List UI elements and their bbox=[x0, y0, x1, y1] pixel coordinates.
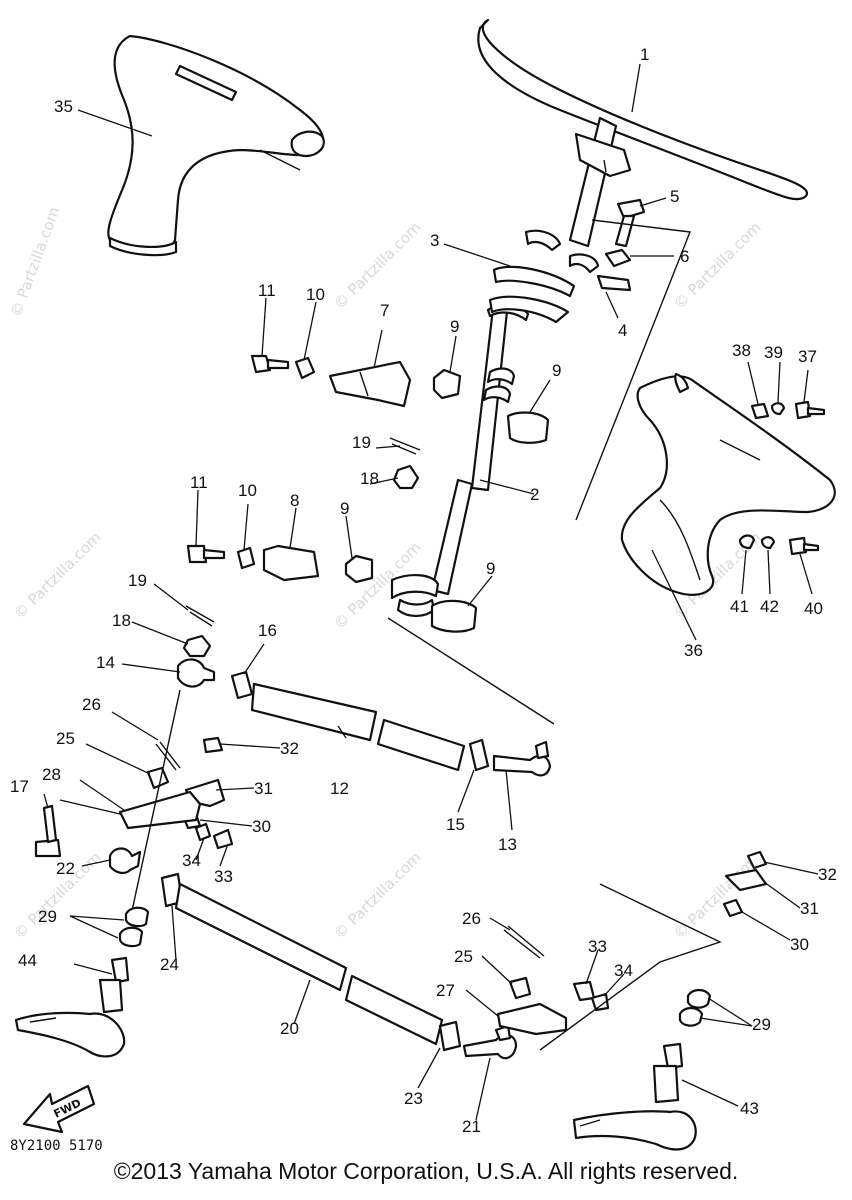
callout-part-32: 32 bbox=[818, 865, 837, 884]
callout-part-1: 1 bbox=[640, 45, 649, 64]
callout-part-20: 20 bbox=[280, 1019, 299, 1038]
watermark: © Partzilla.com bbox=[330, 218, 425, 313]
callout-part-44: 44 bbox=[18, 951, 37, 970]
diagram-code: 8Y2100 5170 bbox=[10, 1138, 103, 1154]
callout-part-5: 5 bbox=[670, 187, 679, 206]
callout-part-30: 30 bbox=[790, 935, 809, 954]
callout-part-36: 36 bbox=[684, 641, 703, 660]
part-steering-column bbox=[390, 298, 530, 618]
callout-part-38: 38 bbox=[732, 341, 751, 360]
callout-part-34: 34 bbox=[182, 851, 201, 870]
callout-part-16: 16 bbox=[258, 621, 277, 640]
callout-part-25: 25 bbox=[56, 729, 75, 748]
callouts: 1 2 3 4 5 6 7 8 9 9 9 9 10 10 11 11 12 1… bbox=[10, 45, 837, 1136]
callout-part-14: 14 bbox=[96, 653, 115, 672]
callout-part-34: 34 bbox=[614, 961, 633, 980]
part-tie-rod-lower bbox=[160, 872, 518, 1060]
callout-part-31: 31 bbox=[800, 899, 819, 918]
watermark: © Partzilla.com bbox=[10, 528, 105, 623]
callout-part-29: 29 bbox=[38, 907, 57, 926]
callout-part-22: 22 bbox=[56, 859, 75, 878]
callout-part-9: 9 bbox=[340, 499, 349, 518]
callout-part-42: 42 bbox=[760, 597, 779, 616]
callout-part-3: 3 bbox=[430, 231, 439, 250]
copyright-notice: ©2013 Yamaha Motor Corporation, U.S.A. A… bbox=[113, 1158, 739, 1184]
part-pitman-arm-left bbox=[34, 689, 234, 921]
callout-part-6: 6 bbox=[680, 247, 689, 266]
callout-part-40: 40 bbox=[804, 599, 823, 618]
callout-part-7: 7 bbox=[380, 301, 389, 320]
callout-part-26: 26 bbox=[462, 909, 481, 928]
callout-part-10: 10 bbox=[238, 481, 257, 500]
callout-part-18: 18 bbox=[112, 611, 131, 630]
callout-part-9: 9 bbox=[450, 317, 459, 336]
part-left-knuckle bbox=[14, 906, 150, 1058]
callout-part-39: 39 bbox=[764, 343, 783, 362]
callout-part-2: 2 bbox=[530, 485, 539, 504]
callout-part-18: 18 bbox=[360, 469, 379, 488]
part-cover-hardware bbox=[738, 400, 826, 556]
callout-part-30: 30 bbox=[252, 817, 271, 836]
callout-part-23: 23 bbox=[404, 1089, 423, 1108]
part-right-cover bbox=[620, 372, 836, 596]
callout-part-17: 17 bbox=[10, 777, 29, 796]
part-handlebar bbox=[477, 18, 809, 248]
callout-part-10: 10 bbox=[306, 285, 325, 304]
part-left-cover bbox=[107, 34, 325, 257]
part-handlebar-holder bbox=[488, 229, 600, 324]
callout-part-19: 19 bbox=[352, 433, 371, 452]
callout-part-13: 13 bbox=[498, 835, 517, 854]
leader-lines bbox=[43, 63, 819, 1121]
callout-part-41: 41 bbox=[730, 597, 749, 616]
callout-part-29: 29 bbox=[752, 1015, 771, 1034]
callout-part-27: 27 bbox=[436, 981, 455, 1000]
part-cable-bracket bbox=[262, 360, 412, 582]
callout-part-43: 43 bbox=[740, 1099, 759, 1118]
callout-part-19: 19 bbox=[128, 571, 147, 590]
watermark: © Partzilla.com bbox=[7, 204, 64, 319]
callout-part-37: 37 bbox=[798, 347, 817, 366]
callout-part-33: 33 bbox=[214, 867, 233, 886]
callout-part-11: 11 bbox=[258, 281, 276, 300]
callout-part-4: 4 bbox=[618, 321, 627, 340]
callout-part-21: 21 bbox=[462, 1117, 481, 1136]
callout-part-24: 24 bbox=[160, 955, 179, 974]
callout-part-35: 35 bbox=[54, 97, 73, 116]
part-clamps bbox=[344, 368, 550, 633]
callout-part-11: 11 bbox=[190, 473, 208, 492]
callout-part-15: 15 bbox=[446, 815, 465, 834]
watermark: © Partzilla.com bbox=[330, 848, 425, 943]
part-nuts-pins bbox=[182, 437, 421, 658]
callout-part-33: 33 bbox=[588, 937, 607, 956]
callout-part-32: 32 bbox=[280, 739, 299, 758]
callout-part-31: 31 bbox=[254, 779, 273, 798]
part-small-fasteners bbox=[186, 354, 316, 570]
callout-part-8: 8 bbox=[290, 491, 299, 510]
callout-part-9: 9 bbox=[486, 559, 495, 578]
callout-part-25: 25 bbox=[454, 947, 473, 966]
callout-part-12: 12 bbox=[330, 779, 349, 798]
fwd-arrow: FWD bbox=[22, 1084, 96, 1134]
part-tie-rod-upper bbox=[176, 617, 555, 777]
callout-part-28: 28 bbox=[42, 765, 61, 784]
callout-part-9: 9 bbox=[552, 361, 561, 380]
callout-part-26: 26 bbox=[82, 695, 101, 714]
part-bolt-nut-clamp bbox=[575, 198, 691, 521]
